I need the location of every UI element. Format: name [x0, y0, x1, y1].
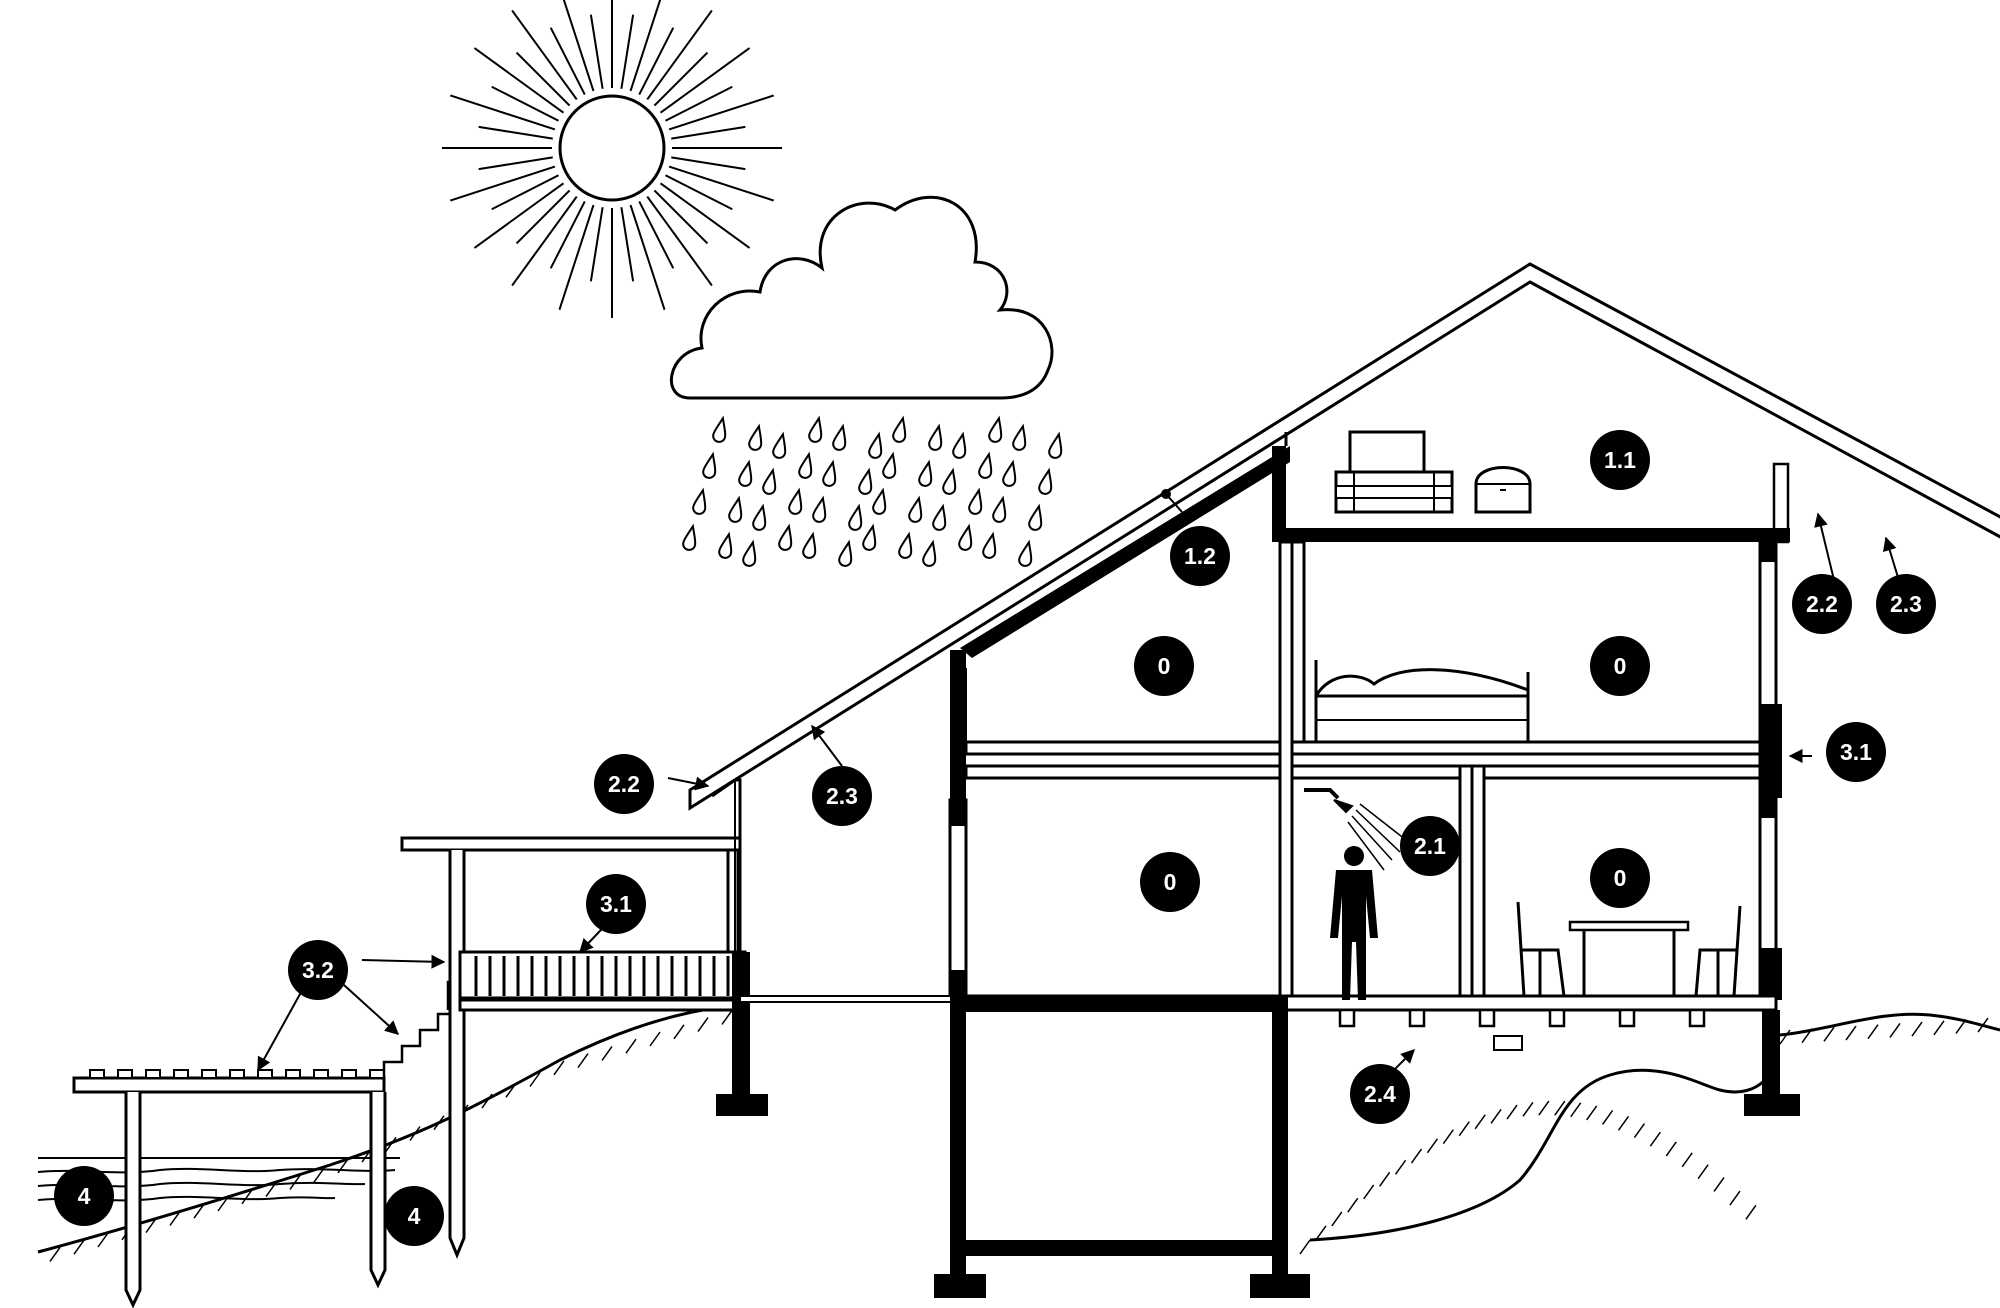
callout-roof-insulation-text: 1.2 [1184, 543, 1216, 569]
callout-water-left: 4 [54, 1166, 114, 1226]
attic-trunk-icon [1474, 466, 1532, 514]
callout-railing-text: 3.1 [600, 891, 632, 917]
callout-room-lower-right-text: 0 [1614, 865, 1627, 891]
callout-room-upper-right-text: 0 [1614, 653, 1627, 679]
terrain-under-house [1309, 1068, 1767, 1242]
dock-and-porch [72, 836, 768, 1308]
callout-eave-left-text: 2.3 [826, 783, 858, 809]
furniture [1304, 430, 1742, 1000]
basement-ceiling [950, 996, 1288, 1012]
attic-floor [1272, 528, 1790, 542]
callout-gutter-left: 2.2 [594, 754, 654, 814]
callout-gutter-left-text: 2.2 [608, 771, 640, 797]
callout-window-right: 3.1 [1826, 722, 1886, 782]
callout-gutter-right: 2.2 [1792, 574, 1852, 634]
terrain-right [1779, 1012, 2000, 1037]
house [688, 262, 2000, 1298]
callout-room-upper-right: 0 [1590, 636, 1650, 696]
callout-room-lower-right: 0 [1590, 848, 1650, 908]
roof [688, 262, 2000, 811]
callout-room-lower-left-text: 0 [1164, 869, 1177, 895]
cloud-icon [670, 195, 1054, 400]
shower-icon [1304, 788, 1407, 871]
callout-stairs-dock-text: 3.2 [302, 957, 334, 983]
bed-icon [1314, 660, 1530, 742]
callout-water-left-text: 4 [78, 1183, 91, 1209]
person-icon [1330, 846, 1378, 1000]
callout-railing: 3.1 [586, 874, 646, 934]
callout-room-upper-left-text: 0 [1158, 653, 1171, 679]
callout-water-right: 4 [384, 1186, 444, 1246]
callout-shower: 2.1 [1400, 816, 1460, 876]
callout-eave-right: 2.3 [1876, 574, 1936, 634]
callout-roof-insulation: 1.2 [1170, 526, 1230, 586]
callout-eave-left: 2.3 [812, 766, 872, 826]
sun-icon [442, 0, 782, 318]
callout-shower-text: 2.1 [1414, 833, 1446, 859]
callout-attic: 1.1 [1590, 430, 1650, 490]
callout-crawlspace: 2.4 [1350, 1064, 1410, 1124]
callout-crawlspace-text: 2.4 [1364, 1081, 1396, 1107]
callout-room-lower-left: 0 [1140, 852, 1200, 912]
callout-room-upper-left: 0 [1134, 636, 1194, 696]
ground [37, 1003, 2000, 1262]
callout-eave-right-text: 2.3 [1890, 591, 1922, 617]
callout-stairs-dock: 3.2 [288, 940, 348, 1000]
attic-crate-icon [1334, 430, 1454, 514]
callout-window-right-text: 3.1 [1840, 739, 1872, 765]
dining-set-icon [1516, 901, 1742, 997]
callout-attic-text: 1.1 [1604, 447, 1636, 473]
rain-icon [681, 416, 1066, 569]
callout-water-right-text: 4 [408, 1203, 421, 1229]
terrain-left [37, 1003, 741, 1254]
callout-gutter-right-text: 2.2 [1806, 591, 1838, 617]
